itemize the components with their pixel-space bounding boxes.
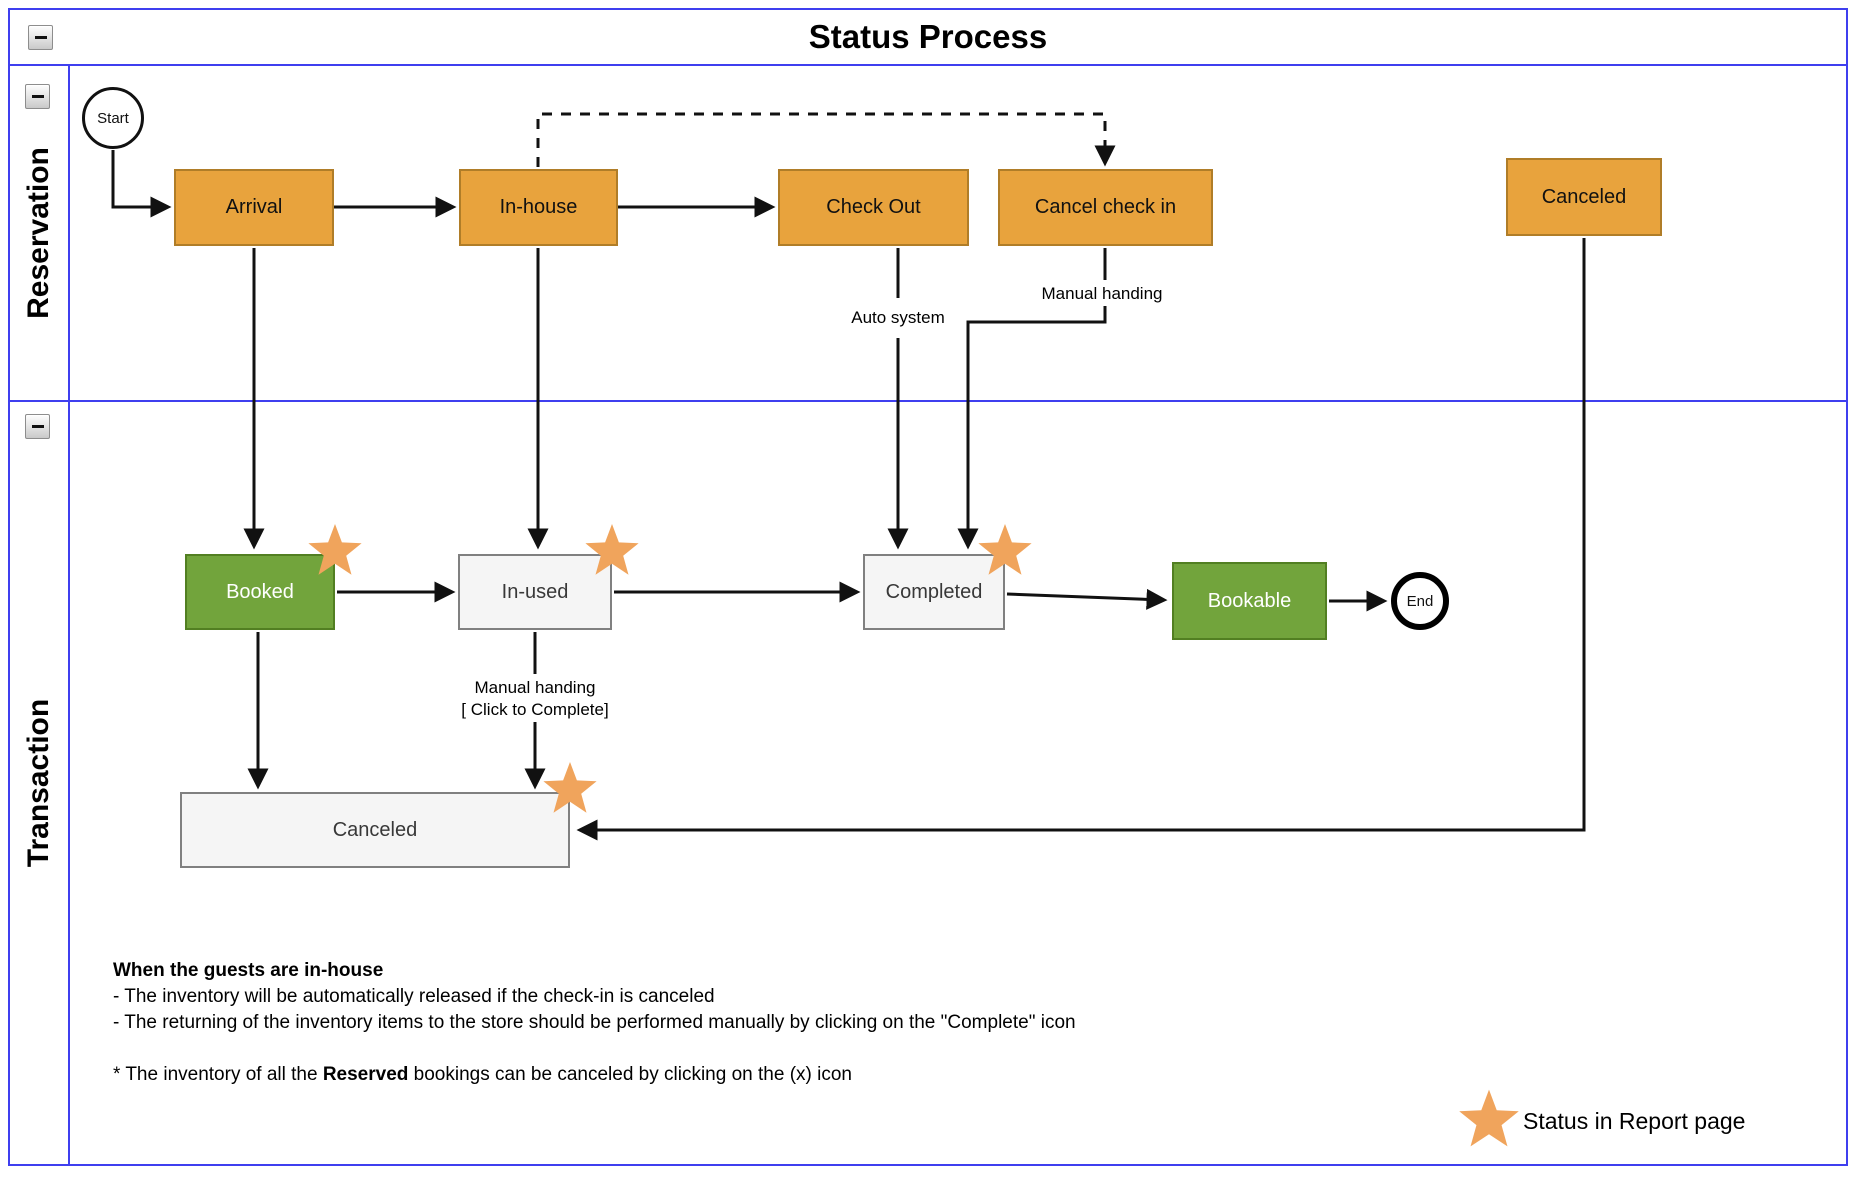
notes-heading: When the guests are in-house	[113, 960, 384, 981]
node-canceled-reservation[interactable]: Canceled	[1506, 158, 1662, 236]
notes-bullet-2: - The returning of the inventory items t…	[113, 1012, 1076, 1033]
collapse-pool-button[interactable]	[28, 25, 53, 50]
minus-icon	[31, 95, 44, 98]
page-title: Status Process	[808, 18, 1048, 55]
node-completed[interactable]: Completed	[863, 554, 1005, 630]
node-in-used[interactable]: In-used	[458, 554, 612, 630]
node-check-out[interactable]: Check Out	[778, 169, 969, 246]
edge-label-manual-handing: Manual handing	[1041, 284, 1163, 303]
notes-footnote: * The inventory of all the Reserved book…	[113, 1062, 1076, 1088]
edge-label-manual-handing-2-line1: Manual handing	[474, 678, 596, 697]
footnote-prefix: * The inventory of all the	[113, 1064, 323, 1085]
lane-reservation-label: Reservation	[22, 147, 55, 319]
footnote-bold-word: Reserved	[322, 1064, 409, 1085]
node-start[interactable]: Start	[82, 87, 144, 149]
lane-transaction: Transaction	[10, 402, 1846, 1164]
node-in-house[interactable]: In-house	[459, 169, 618, 246]
notes-block: When the guests are in-house - The inven…	[113, 958, 1076, 1088]
node-cancel-check-in[interactable]: Cancel check in	[998, 169, 1213, 246]
collapse-reservation-lane-button[interactable]	[25, 84, 50, 109]
footnote-suffix: bookings can be canceled by clicking on …	[408, 1064, 852, 1085]
lane-reservation-header: Reservation	[10, 66, 70, 400]
edge-label-auto-system: Auto system	[851, 308, 945, 327]
legend-label: Status in Report page	[1523, 1108, 1746, 1134]
collapse-transaction-lane-button[interactable]	[25, 414, 50, 439]
edge-label-manual-handing-2-line2: [ Click to Complete]	[461, 700, 609, 719]
node-arrival[interactable]: Arrival	[174, 169, 334, 246]
node-booked[interactable]: Booked	[185, 554, 335, 630]
minus-icon	[34, 36, 47, 39]
minus-icon	[31, 425, 44, 428]
node-bookable[interactable]: Bookable	[1172, 562, 1327, 640]
pool-title-row: Status Process	[10, 10, 1846, 66]
lane-transaction-label: Transaction	[22, 698, 56, 868]
node-canceled-transaction[interactable]: Canceled	[180, 792, 570, 868]
lane-transaction-header: Transaction	[10, 402, 70, 1164]
notes-bullet-1: - The inventory will be automatically re…	[113, 986, 715, 1007]
node-end[interactable]: End	[1391, 572, 1449, 630]
